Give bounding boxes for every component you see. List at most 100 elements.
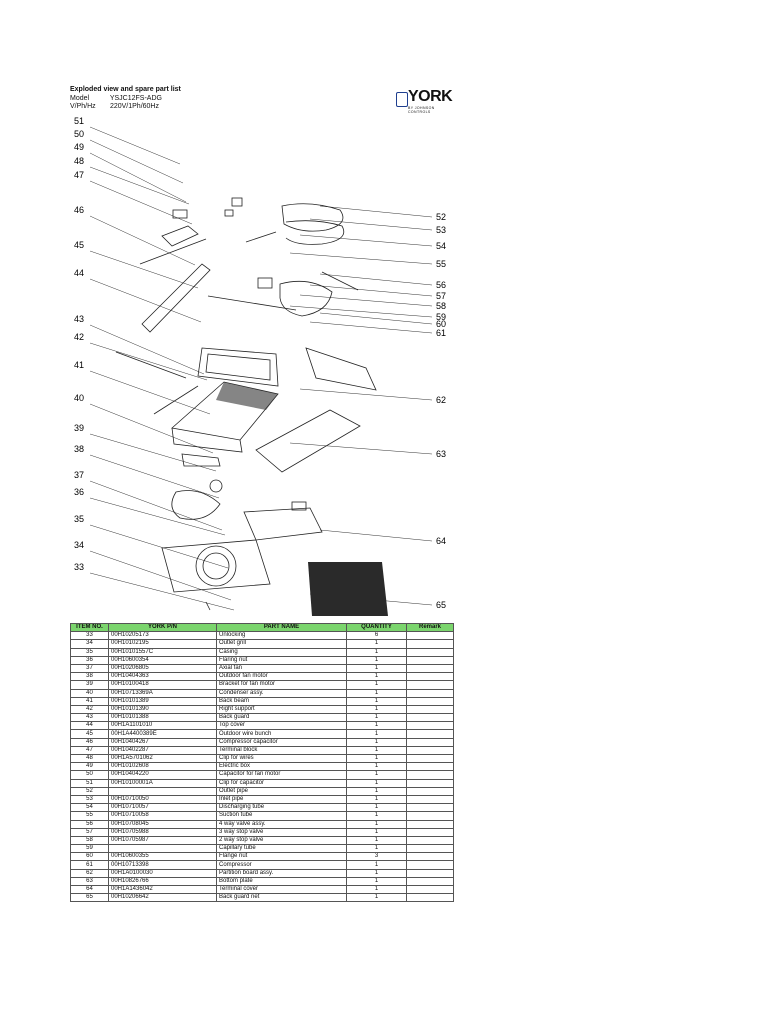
- callout-label: 34: [74, 540, 84, 550]
- leader-line: [89, 370, 211, 415]
- part-45-drawing: [139, 238, 207, 265]
- callout-label: 44: [74, 268, 84, 278]
- leader-line: [89, 215, 196, 266]
- item-no-cell: 45: [70, 729, 109, 739]
- item-no-cell: 63: [70, 876, 109, 887]
- item-no-cell: 56: [70, 819, 109, 829]
- remark-cell: [406, 844, 454, 854]
- quantity-cell: 1: [346, 827, 407, 837]
- part-name-cell: Back guard net: [216, 893, 347, 903]
- power-value: 220V/1Ph/60Hz: [109, 103, 159, 110]
- leader-line: [89, 180, 193, 225]
- remark-cell: [406, 713, 454, 723]
- remark-cell: [406, 803, 454, 813]
- table-header-row: ITEM NO. YORK P/N PART NAME QUANTITY Rem…: [70, 622, 454, 633]
- leader-line: [89, 126, 181, 165]
- leader-line: [89, 166, 190, 205]
- york-logo-mark-icon: [396, 92, 408, 107]
- leader-line: [289, 305, 433, 318]
- part-name-cell: Outdoor fan motor: [216, 672, 347, 682]
- model-label: Model: [70, 95, 90, 102]
- item-no-cell: 47: [70, 745, 109, 756]
- quantity-cell: 1: [346, 860, 407, 870]
- york-pn-cell: 00H1A4400389E: [108, 729, 217, 739]
- quantity-cell: 1: [346, 811, 407, 821]
- quantity-cell: 1: [346, 737, 407, 747]
- callout-label: 38: [74, 444, 84, 454]
- part-name-cell: 3 way stop valve: [216, 827, 347, 837]
- part-57-drawing: [321, 271, 359, 291]
- quantity-cell: 1: [346, 844, 407, 854]
- callout-label: 45: [74, 240, 84, 250]
- leader-line: [299, 294, 433, 307]
- item-no-cell: 42: [70, 704, 109, 715]
- item-no-cell: 43: [70, 713, 109, 723]
- remark-cell: [406, 647, 454, 657]
- york-pn-cell: 00H10101390: [108, 704, 217, 715]
- york-pn-cell: [108, 786, 217, 796]
- callout-label: 37: [74, 470, 84, 480]
- item-no-cell: 60: [70, 852, 109, 862]
- york-pn-cell: 00H10600355: [108, 852, 217, 862]
- callout-label: 55: [436, 259, 446, 269]
- remark-cell: [406, 827, 454, 837]
- york-pn-cell: 00H10705988: [108, 827, 217, 837]
- part-39-drawing: [181, 453, 221, 467]
- item-no-cell: 34: [70, 639, 109, 649]
- part-35-drawing: [243, 507, 323, 541]
- quantity-cell: 1: [346, 647, 407, 657]
- quantity-cell: 1: [346, 794, 407, 805]
- quantity-cell: 1: [346, 672, 407, 682]
- york-pn-cell: 00H10100001A: [108, 778, 217, 788]
- part-name-cell: Outlet pipe: [216, 786, 347, 796]
- leader-line: [89, 342, 208, 381]
- remark-cell: [406, 737, 454, 747]
- part-name-cell: Flaring nut: [216, 655, 347, 665]
- callout-label: 33: [74, 562, 84, 572]
- quantity-cell: 1: [346, 803, 407, 813]
- leader-line: [319, 529, 433, 542]
- remark-cell: [406, 868, 454, 878]
- model-value: YSJC12FS-ADG: [109, 95, 162, 102]
- callout-label: 43: [74, 314, 84, 324]
- remark-cell: [406, 852, 454, 862]
- york-pn-cell: 00H1A1436042: [108, 884, 217, 895]
- york-pn-cell: 00H10402287: [108, 745, 217, 756]
- item-no-cell: 39: [70, 680, 109, 690]
- part-name-cell: 2 way stop valve: [216, 835, 347, 846]
- york-logo-subtitle: BY JOHNSON CONTROLS: [408, 106, 435, 114]
- callout-label: 51: [74, 116, 84, 126]
- leader-line: [89, 250, 199, 289]
- york-pn-cell: 00H10600354: [108, 655, 217, 665]
- header-quantity: QUANTITY: [346, 622, 407, 633]
- part-name-cell: Inlet pipe: [216, 794, 347, 805]
- quantity-cell: 3: [346, 852, 407, 862]
- item-no-cell: 51: [70, 778, 109, 788]
- york-pn-cell: 00H10708045: [108, 819, 217, 829]
- york-pn-cell: 00H10713369A: [108, 688, 217, 698]
- york-pn-cell: 00H10102195: [108, 639, 217, 649]
- part-name-cell: Partition board assy.: [216, 868, 347, 878]
- remark-cell: [406, 835, 454, 846]
- part-47-drawing: [172, 209, 188, 219]
- york-pn-cell: 00H1A5701062: [108, 753, 217, 764]
- item-no-cell: 59: [70, 844, 109, 854]
- part-name-cell: Electric box: [216, 762, 347, 772]
- quantity-cell: 1: [346, 696, 407, 706]
- item-no-cell: 55: [70, 811, 109, 821]
- york-pn-cell: 00H10710057: [108, 803, 217, 813]
- leader-line: [89, 550, 232, 601]
- quantity-cell: 1: [346, 639, 407, 649]
- callout-label: 63: [436, 449, 446, 459]
